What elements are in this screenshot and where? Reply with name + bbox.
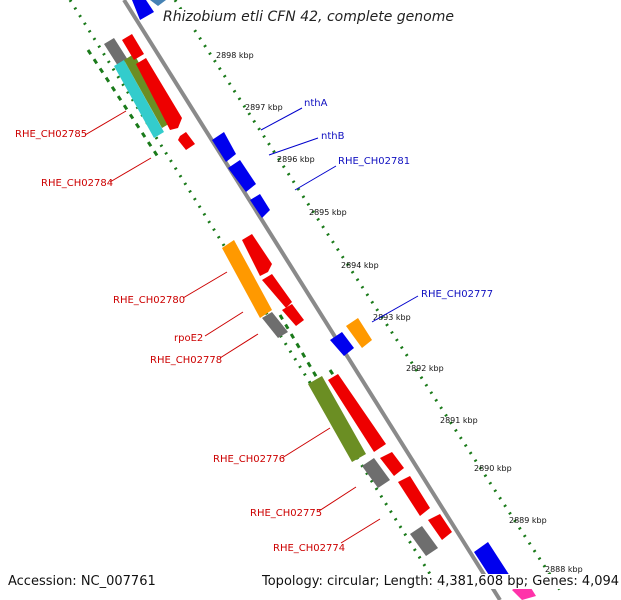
gene-red[interactable] bbox=[262, 274, 292, 308]
tick-label: 2897 kbp bbox=[245, 103, 283, 112]
genome-backbone bbox=[122, 0, 502, 600]
gene-magenta[interactable] bbox=[512, 580, 536, 600]
tick-label: 2892 kbp bbox=[406, 364, 444, 373]
tick-label: 2894 kbp bbox=[341, 261, 379, 270]
gene-label-nthA[interactable]: nthA bbox=[304, 98, 328, 109]
label-leader bbox=[268, 137, 319, 156]
gene-label-RHE_CH02780[interactable]: RHE_CH02780 bbox=[113, 295, 185, 306]
gene-red[interactable] bbox=[328, 374, 386, 452]
gene-label-RHE_CH02785[interactable]: RHE_CH02785 bbox=[15, 129, 87, 140]
gene-olive[interactable] bbox=[308, 376, 366, 462]
gene-blue[interactable] bbox=[250, 194, 270, 218]
tick-label: 2898 kbp bbox=[216, 51, 254, 60]
gene-blue[interactable] bbox=[228, 160, 256, 192]
label-leader bbox=[281, 427, 331, 459]
gene-red[interactable] bbox=[398, 476, 430, 516]
gene-red[interactable] bbox=[242, 234, 272, 276]
gene-red[interactable] bbox=[282, 304, 304, 326]
gene-label-RHE_CH02777[interactable]: RHE_CH02777 bbox=[421, 289, 493, 300]
gene-label-RHE_CH02778[interactable]: RHE_CH02778 bbox=[150, 355, 222, 366]
gene-label-RHE_CH02784[interactable]: RHE_CH02784 bbox=[41, 178, 113, 189]
tick-label: 2895 kbp bbox=[309, 208, 347, 217]
gene-orange[interactable] bbox=[346, 318, 372, 348]
gene-red[interactable] bbox=[380, 452, 404, 476]
gene-gray[interactable] bbox=[262, 312, 288, 338]
gc-track-outer bbox=[173, 0, 562, 591]
map-title: Rhizobium etli CFN 42, complete genome bbox=[160, 9, 457, 25]
topology-text: Topology: circular; Length: 4,381,608 bp… bbox=[260, 574, 621, 589]
label-leader bbox=[260, 107, 303, 131]
gene-red[interactable] bbox=[122, 34, 144, 60]
label-leader bbox=[294, 165, 337, 191]
gene-gray[interactable] bbox=[410, 526, 438, 556]
gene-orange[interactable] bbox=[222, 240, 272, 318]
gene-cyan[interactable] bbox=[114, 60, 164, 138]
gene-label-RHE_CH02774[interactable]: RHE_CH02774 bbox=[273, 543, 345, 554]
tick-label: 2889 kbp bbox=[509, 516, 547, 525]
gene-blue[interactable] bbox=[330, 332, 354, 356]
gene-label-nthB[interactable]: nthB bbox=[321, 131, 345, 142]
tick-label: 2896 kbp bbox=[277, 155, 315, 164]
genome-map: 2898 kbp 2897 kbp 2896 kbp 2895 kbp 2894… bbox=[15, 0, 583, 600]
gene-red[interactable] bbox=[428, 514, 452, 540]
label-leader bbox=[204, 311, 244, 337]
tick-label: 2888 kbp bbox=[545, 565, 583, 574]
tick-label: 2893 kbp bbox=[373, 313, 411, 322]
gene-label-RHE_CH02781[interactable]: RHE_CH02781 bbox=[338, 156, 410, 167]
gene-blue[interactable] bbox=[132, 0, 154, 20]
label-leader bbox=[371, 295, 419, 323]
gene-label-rpoE2[interactable]: rpoE2 bbox=[174, 333, 203, 344]
reverse-gene-labels: RHE_CH02785 RHE_CH02784 RHE_CH02780 rpoE… bbox=[15, 110, 381, 554]
gene-gray[interactable] bbox=[362, 458, 390, 488]
label-leader bbox=[109, 157, 152, 183]
tick-label: 2891 kbp bbox=[440, 416, 478, 425]
gene-red[interactable] bbox=[178, 132, 195, 150]
forward-strand-genes bbox=[132, 0, 536, 600]
gene-label-RHE_CH02775[interactable]: RHE_CH02775 bbox=[250, 508, 322, 519]
accession-text: Accession: NC_007761 bbox=[8, 574, 156, 589]
gene-label-RHE_CH02776[interactable]: RHE_CH02776 bbox=[213, 454, 285, 465]
reverse-strand-genes bbox=[104, 34, 452, 556]
label-leader bbox=[340, 518, 381, 544]
gene-steelblue[interactable] bbox=[150, 0, 166, 6]
gene-gray[interactable] bbox=[104, 38, 128, 66]
label-leader bbox=[84, 110, 127, 136]
tick-labels: 2898 kbp 2897 kbp 2896 kbp 2895 kbp 2894… bbox=[216, 51, 583, 574]
forward-gene-labels: nthA nthB RHE_CH02781 RHE_CH02777 bbox=[260, 98, 493, 323]
label-leader bbox=[219, 333, 259, 359]
gene-red[interactable] bbox=[136, 58, 182, 130]
tick-label: 2890 kbp bbox=[474, 464, 512, 473]
label-leader bbox=[318, 486, 357, 512]
label-leader bbox=[182, 271, 228, 299]
gene-blue[interactable] bbox=[212, 132, 236, 162]
